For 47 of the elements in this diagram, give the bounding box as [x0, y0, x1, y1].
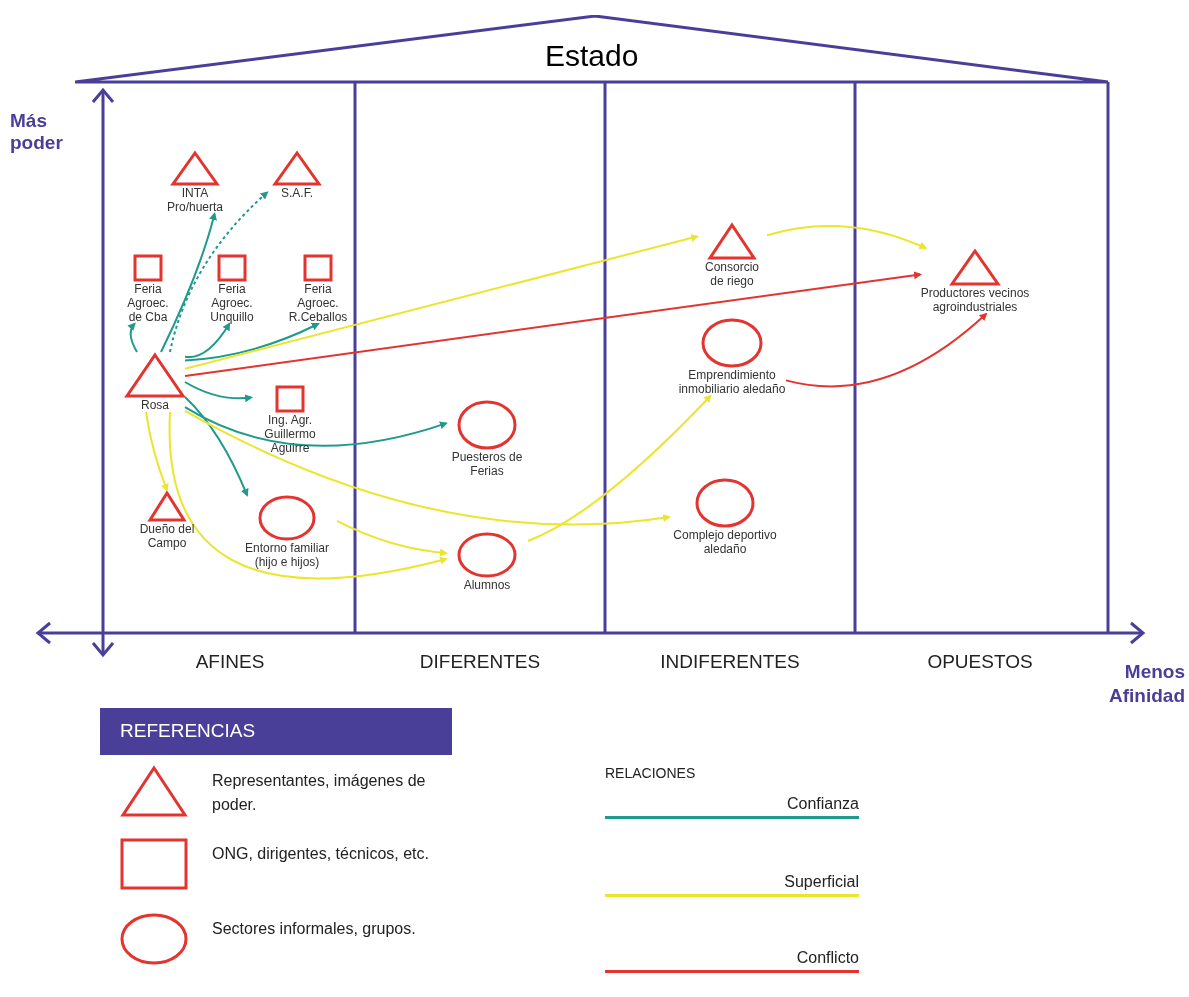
- node-label: Ing. Agr. Guillermo Aguirre: [263, 413, 317, 455]
- column-label: OPUESTOS: [926, 650, 1034, 674]
- arrow: [169, 411, 448, 580]
- arrow: [184, 322, 231, 359]
- legend-text: ONG, dirigentes, técnicos, etc.: [212, 844, 430, 864]
- axis-label: Más poder: [10, 110, 64, 154]
- column-label: DIFERENTES: [418, 650, 542, 674]
- arrow: [169, 191, 269, 353]
- node-label: Feria Agroec. de Cba: [126, 282, 170, 324]
- node-label: Consorcio de riego: [704, 260, 760, 288]
- axis-label: Menos Afinidad: [1108, 660, 1185, 708]
- arrow: [184, 271, 922, 377]
- legend-header: REFERENCIAS: [100, 708, 452, 755]
- arrow: [184, 234, 699, 370]
- arrow: [184, 396, 249, 497]
- house-title: Estado: [545, 38, 639, 74]
- node-label: Productores vecinos agroindustriales: [920, 286, 1030, 314]
- node-label: Dueño del Campo: [138, 522, 196, 550]
- node-label: INTA Pro/huerta: [165, 186, 224, 214]
- node-label: Feria Agroec. Unquillo: [209, 282, 255, 324]
- arrow: [160, 212, 217, 353]
- arrow: [336, 519, 448, 557]
- node-label: Rosa: [141, 398, 169, 412]
- legend-text: Representantes, imágenes de poder.: [212, 771, 427, 815]
- legend-heading: RELACIONES: [605, 764, 696, 783]
- legend-text: Confianza: [786, 794, 859, 814]
- node-label: S.A.F.: [281, 186, 313, 200]
- arrow: [184, 409, 671, 526]
- arrow: [184, 406, 448, 447]
- legend-text: Superficial: [784, 872, 859, 892]
- column-label: AFINES: [194, 650, 266, 674]
- node-label: Complejo deportivo aledaño: [672, 528, 778, 556]
- arrow: [127, 322, 138, 353]
- node-label: Feria Agroec. R.Ceballos: [287, 282, 349, 324]
- node-label: Emprendimiento inmobiliario aledaño: [678, 368, 786, 396]
- legend-text: Sectores informales, grupos.: [212, 919, 417, 939]
- node-label: Entorno familiar (hijo e hijos): [243, 541, 330, 569]
- arrow: [766, 224, 928, 250]
- node-label: Alumnos: [463, 578, 511, 592]
- arrow: [527, 394, 712, 542]
- column-label: INDIFERENTES: [659, 650, 801, 674]
- legend-text: Conflicto: [796, 948, 859, 968]
- arrow: [145, 411, 169, 492]
- arrow: [184, 381, 253, 403]
- arrow: [184, 323, 320, 362]
- node-label: Puesteros de Ferias: [450, 450, 524, 478]
- arrow: [785, 312, 988, 388]
